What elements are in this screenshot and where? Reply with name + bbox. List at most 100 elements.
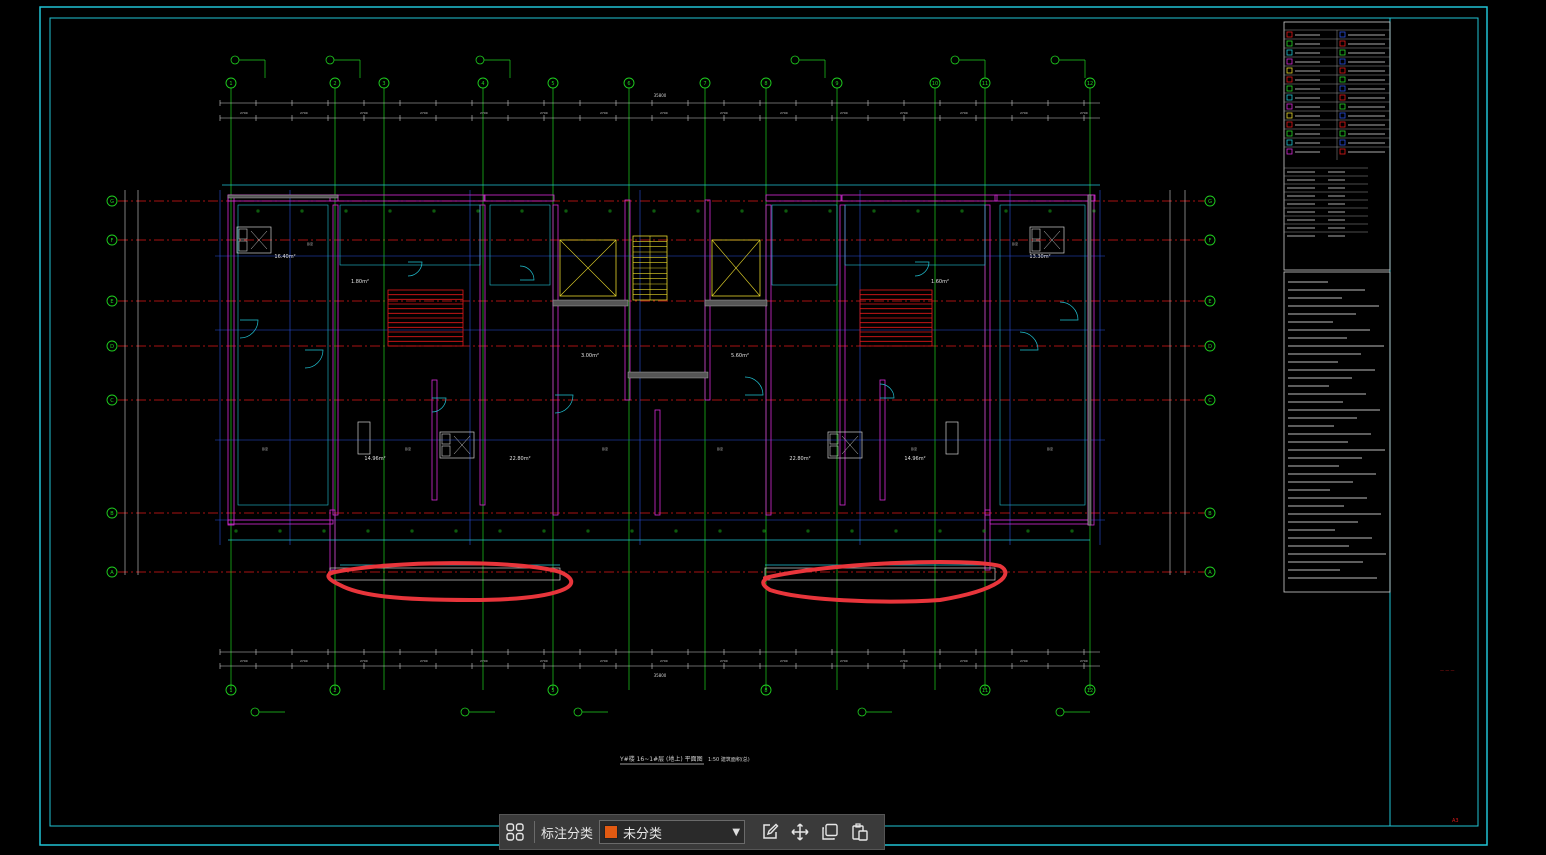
grid-bubble-right-label: G — [1208, 199, 1212, 205]
dimension-text: 2700 — [480, 111, 488, 115]
legend-swatch — [1286, 49, 1293, 56]
dimension-text: 2700 — [840, 659, 848, 663]
wall-segment — [989, 519, 1091, 525]
grid-bubble-right-label: D — [1208, 344, 1212, 350]
column-marker — [872, 209, 876, 213]
column-marker — [1048, 209, 1052, 213]
wall-segment — [984, 204, 991, 516]
grid-bubble-right-label: C — [1208, 398, 1212, 404]
dimension-text: 2700 — [540, 111, 548, 115]
dimension-text: 2700 — [660, 659, 668, 663]
balcony-rail-right — [764, 567, 996, 581]
grid-bubble-right — [1204, 295, 1216, 307]
door-swing — [1019, 331, 1039, 351]
legend-swatch — [1286, 112, 1293, 119]
pillow — [1031, 228, 1041, 240]
column-marker — [718, 529, 722, 533]
toolbar-separator — [534, 821, 535, 843]
legend-swatch — [1339, 121, 1346, 128]
pillow — [238, 240, 248, 252]
paste-button[interactable] — [845, 817, 875, 847]
room-outline — [237, 204, 329, 506]
dimension-text: 2700 — [720, 111, 728, 115]
column-marker — [586, 529, 590, 533]
copy-button[interactable] — [815, 817, 845, 847]
column-marker — [388, 209, 392, 213]
category-dropdown[interactable]: 未分类 ▼ — [599, 820, 746, 844]
wall-segment — [332, 204, 339, 516]
drawing-title-text: Y#楼 16~1#层 (地上) 平面图 — [619, 755, 703, 763]
sheet-outer-frame — [39, 6, 1488, 846]
elevator-shaft-right — [711, 239, 761, 297]
category-color-swatch — [604, 825, 619, 839]
grid-bubble-left — [106, 340, 118, 352]
wall-segment — [841, 194, 998, 202]
dimension-text: 2700 — [900, 111, 908, 115]
column-marker — [234, 529, 238, 533]
bed-cover — [250, 230, 268, 250]
room-area-label: 5.60m² — [731, 353, 749, 359]
grid-bubble-left — [106, 507, 118, 519]
edit-icon — [763, 823, 779, 839]
move-button[interactable] — [785, 817, 815, 847]
grid-bubble-bottom-label: 12 — [1087, 688, 1093, 694]
edit-button[interactable] — [755, 817, 785, 847]
grid-bubble-top-label: 9 — [835, 81, 838, 87]
dimension-text: 2700 — [540, 659, 548, 663]
wall-segment — [431, 379, 438, 501]
pillow — [829, 445, 839, 457]
column-marker — [432, 209, 436, 213]
column-marker — [894, 529, 898, 533]
column-marker — [278, 529, 282, 533]
grid-bubble-top-label: 12 — [1087, 81, 1093, 87]
grid-bubble-top — [1084, 77, 1096, 89]
dimension-text: 2700 — [720, 659, 728, 663]
grid-bubble-bottom-label: 5 — [551, 688, 554, 694]
room-area-label: 16.40m² — [274, 254, 295, 260]
bed-cover — [453, 435, 471, 455]
column-marker — [520, 209, 524, 213]
column-marker — [542, 529, 546, 533]
grid-menu-button[interactable] — [500, 817, 530, 847]
wall-segment — [994, 194, 1096, 202]
door-swing — [407, 261, 423, 277]
grid-bubble-left-label: F — [111, 238, 114, 244]
grid-bubble-right-label: E — [1208, 299, 1211, 305]
grid-bubble-bottom — [329, 684, 341, 696]
dimension-text: 2700 — [960, 659, 968, 663]
column-marker — [344, 209, 348, 213]
balcony-rail-left — [329, 567, 561, 581]
legend-swatch — [1339, 67, 1346, 74]
column-marker — [564, 209, 568, 213]
grid-bubble-bottom-label: 8 — [764, 688, 767, 694]
markup-ellipse-right[interactable] — [761, 560, 1008, 604]
wall-segment — [479, 204, 486, 506]
grid-bubble-left-label: E — [110, 299, 113, 305]
legend-swatch — [1339, 103, 1346, 110]
door-swing — [519, 265, 535, 281]
grid-bubble-left — [106, 566, 118, 578]
legend-swatch — [1339, 31, 1346, 38]
grid-bubble-top-label: 11 — [982, 81, 988, 87]
markup-ellipse-left[interactable] — [326, 561, 574, 603]
wall-segment — [879, 379, 886, 501]
dimension-text: 2700 — [1080, 111, 1088, 115]
room-name-label: 卧室 — [911, 446, 917, 451]
room-name-label: 卧室 — [307, 241, 313, 246]
elevator-cross — [559, 239, 617, 297]
bed-right — [1029, 226, 1065, 254]
grid-bubble-bottom-label: 1 — [229, 688, 232, 694]
column-marker — [256, 209, 260, 213]
pillow — [441, 433, 451, 445]
legend-swatch — [1339, 58, 1346, 65]
dimension-text: 2700 — [840, 111, 848, 115]
dimension-text: 2700 — [420, 111, 428, 115]
grid-bubble-right — [1204, 340, 1216, 352]
legend-swatch — [1286, 148, 1293, 155]
legend-swatch — [1339, 85, 1346, 92]
room-outline — [771, 204, 838, 286]
dimension-text: 2700 — [600, 111, 608, 115]
drawing-scale-note: 1:50 建筑面积(总) — [708, 756, 750, 763]
pillow — [238, 228, 248, 240]
